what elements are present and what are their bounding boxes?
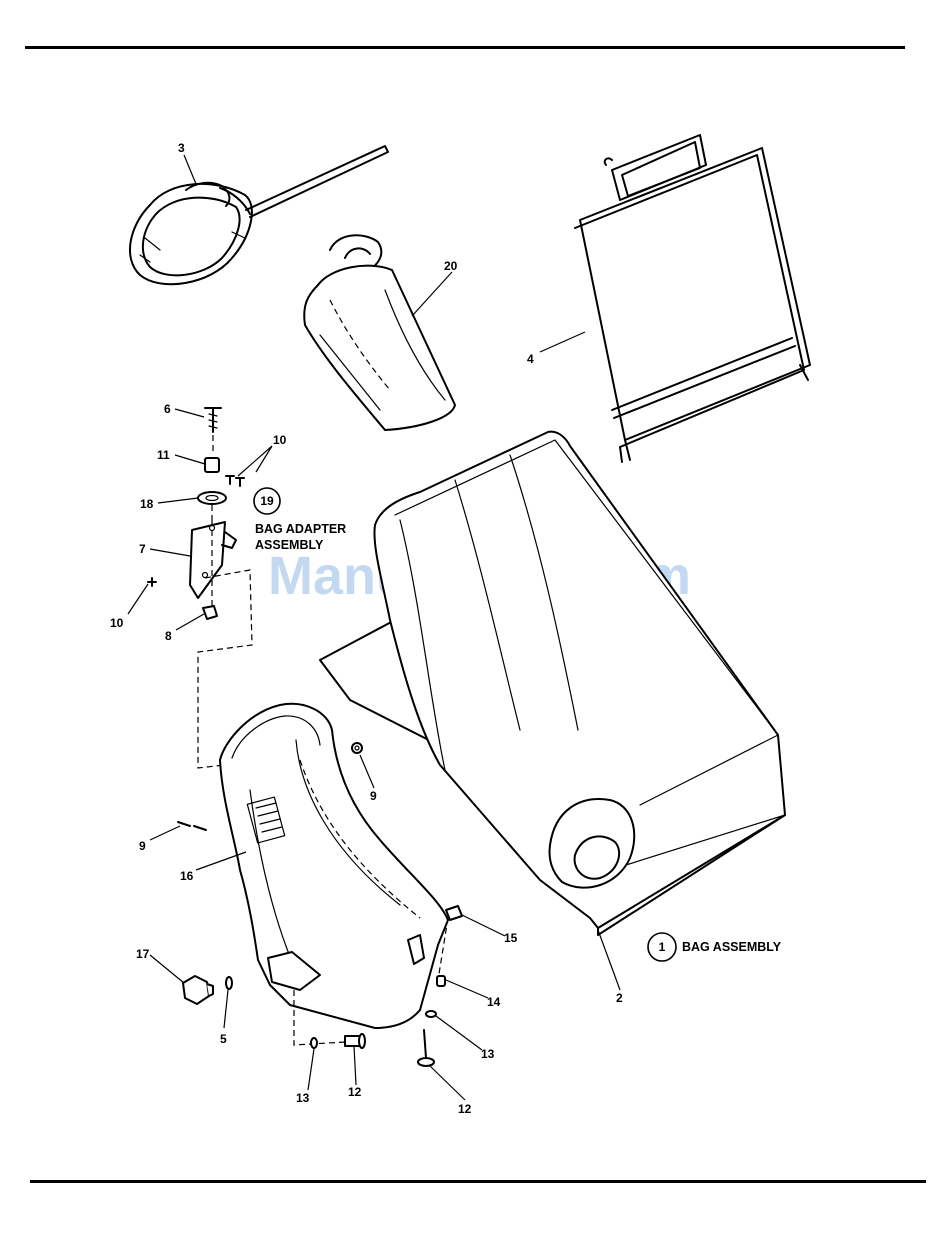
label-part-12-right: 12 (458, 1102, 472, 1116)
callout-number-19: 19 (260, 494, 274, 508)
part-20-chute (304, 235, 455, 430)
label-part-13-left: 13 (296, 1091, 310, 1105)
label-part-10-left: 10 (110, 616, 124, 630)
part-3-frame-hoop (130, 146, 388, 284)
label-part-9-right: 9 (370, 789, 377, 803)
label-part-3: 3 (178, 141, 185, 155)
label-part-12-left: 12 (348, 1085, 362, 1099)
label-part-9-left: 9 (139, 839, 146, 853)
label-part-10-top: 10 (273, 433, 287, 447)
callout-bag-adapter-assembly: 19 BAG ADAPTER ASSEMBLY (254, 488, 346, 552)
callout-text-bag-adapter: BAG ADAPTER (255, 522, 346, 536)
label-part-6: 6 (164, 402, 171, 416)
label-part-4: 4 (527, 352, 534, 366)
label-part-18: 18 (140, 497, 154, 511)
callout-text-bag-assembly: BAG ASSEMBLY (682, 940, 782, 954)
label-part-5: 5 (220, 1032, 227, 1046)
label-part-16: 16 (180, 869, 194, 883)
label-part-13-right: 13 (481, 1047, 495, 1061)
label-part-2: 2 (616, 991, 623, 1005)
label-part-7: 7 (139, 542, 146, 556)
part-16-adapter-tube (220, 704, 448, 1045)
callout-bag-assembly: 1 BAG ASSEMBLY (648, 933, 782, 961)
callout-text-assembly: ASSEMBLY (255, 538, 324, 552)
label-part-15: 15 (504, 931, 518, 945)
label-part-20: 20 (444, 259, 458, 273)
callout-number-1: 1 (659, 940, 666, 954)
label-part-11: 11 (157, 448, 170, 462)
label-part-17: 17 (136, 947, 150, 961)
label-part-8: 8 (165, 629, 172, 643)
label-part-14: 14 (487, 995, 501, 1009)
part-4-wire-frame (575, 135, 810, 462)
